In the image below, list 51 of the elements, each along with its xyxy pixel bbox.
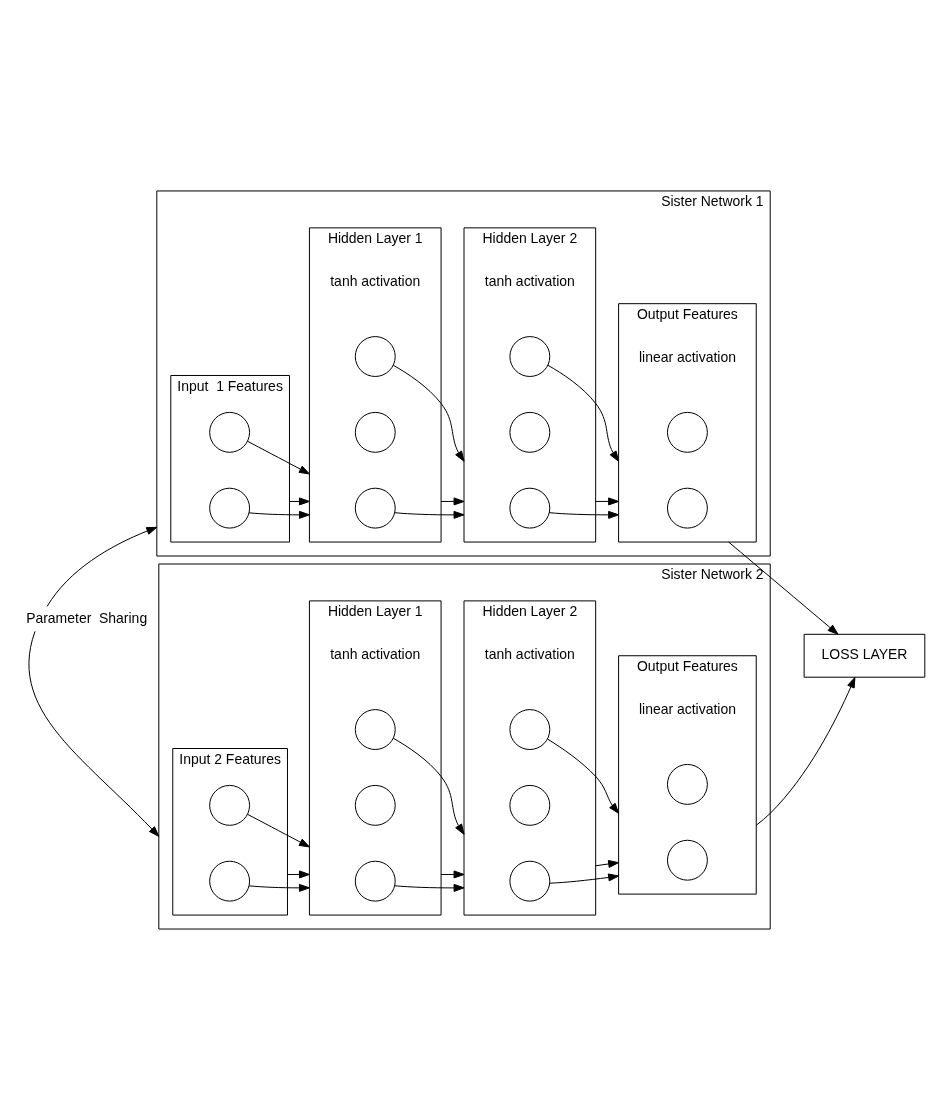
node-label: linear activation (638, 701, 736, 718)
node-circle (509, 411, 551, 453)
node-box: LOSS LAYER (803, 633, 926, 678)
arrow (392, 737, 465, 835)
node-circle (509, 336, 551, 377)
arrow (548, 510, 620, 519)
arrow (547, 364, 620, 462)
node-circle (354, 784, 396, 826)
node-label: tanh activation (330, 273, 421, 290)
arrow (392, 364, 465, 462)
node-circle (354, 709, 396, 750)
node-circle (509, 860, 551, 902)
node-circle (354, 487, 396, 529)
cluster: Input 2 Features (172, 748, 288, 916)
arrow (440, 497, 465, 506)
node-circle (667, 411, 708, 453)
arrow (595, 860, 620, 868)
node-label: tanh activation (484, 646, 575, 663)
node-circle (209, 487, 251, 529)
node-circle (509, 709, 551, 750)
node-circle (354, 336, 396, 377)
node-circle (354, 411, 396, 453)
arrow (755, 676, 856, 826)
arrow (287, 870, 310, 879)
arrow (595, 497, 620, 506)
arrow (394, 883, 465, 892)
arrow (288, 497, 310, 506)
node-circle (667, 763, 708, 805)
arrow (728, 541, 839, 635)
arrow (247, 813, 310, 848)
node-label: tanh activation (484, 273, 575, 290)
node-circle (667, 839, 708, 881)
arrow (247, 440, 310, 475)
node-circle (667, 487, 708, 529)
node-circle (509, 784, 551, 826)
cluster: Input 1 Features (170, 375, 290, 543)
arrow (248, 510, 310, 519)
arrow (547, 738, 620, 814)
node-label: linear activation (638, 349, 736, 366)
arrow (248, 883, 310, 892)
node-circle (209, 860, 251, 902)
node-label: tanh activation (330, 646, 421, 663)
arrow (440, 870, 465, 879)
arrow (28, 526, 160, 837)
node-circle (209, 411, 251, 453)
arrow (394, 510, 465, 519)
node-circle (354, 860, 396, 902)
edge-label: Parameter Sharing (26, 610, 148, 627)
node-circle (209, 784, 251, 826)
arrow (549, 873, 620, 884)
node-circle (509, 487, 551, 529)
